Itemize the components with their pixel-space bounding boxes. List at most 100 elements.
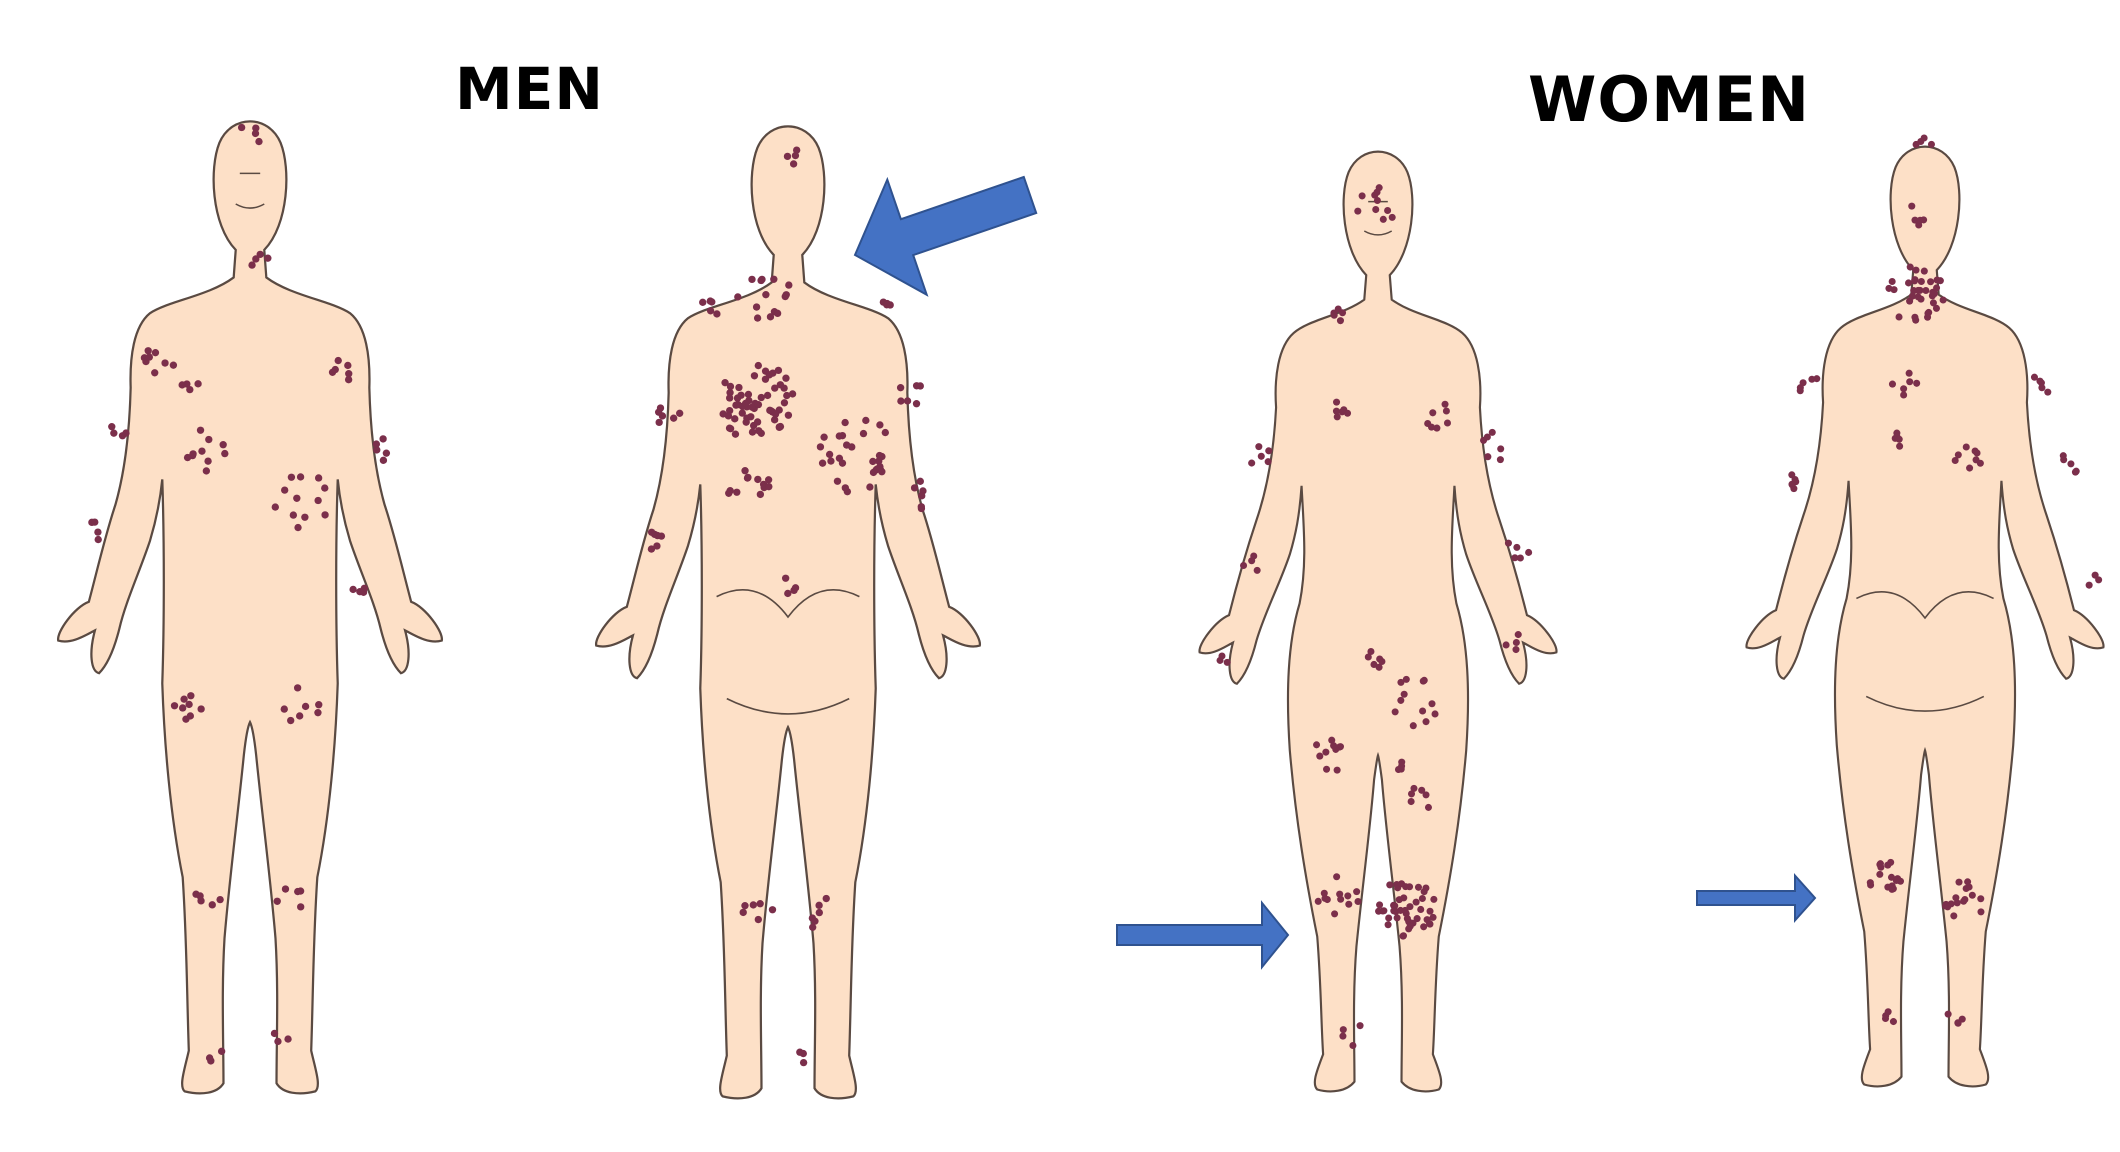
lesion-dot [1424,420,1431,427]
lesion-dot [841,419,848,426]
lesion-dot [1515,631,1522,638]
lesion-dot [800,1050,807,1057]
lesion-dot [294,684,301,691]
lesion-dot [1332,746,1339,753]
lesion-dot [784,153,791,160]
lesion-dot [1316,753,1323,760]
lesion-dot [1891,286,1898,293]
lesion-dot [1333,408,1340,415]
lesion-dot [220,441,227,448]
lesion-dot [785,412,792,419]
lesion-dot [255,138,262,145]
lesion-dot [757,491,764,498]
lesion-dot [1344,892,1351,899]
lesion-dot [197,427,204,434]
lesion-dot [751,372,758,379]
lesion-dot [1913,141,1920,148]
lesion-dot [198,447,205,454]
lesion-dot [1888,886,1895,893]
lesion-dot [1359,192,1366,199]
lesion-dot [878,468,885,475]
lesion-dot [171,702,178,709]
lesion-dot [1950,912,1957,919]
lesion-dot [1913,380,1920,387]
men-label: MEN [455,55,604,123]
lesion-dot [1433,425,1440,432]
lesion-dot [1940,296,1947,303]
lesion-dot [345,376,352,383]
lesion-dot [1428,700,1435,707]
lesion-dot [95,536,102,543]
lesion-dot [913,400,920,407]
lesion-dot [2095,576,2102,583]
lesion-dot [1945,1011,1952,1018]
lesion-dot [203,467,210,474]
lesion-dot [1915,287,1922,294]
lesion-dot [248,261,255,268]
lesion-dot [1889,278,1896,285]
lesion-dot [274,898,281,905]
lesion-dot [1921,134,1928,141]
lesion-dot [756,900,763,907]
arrow-back-upper-male [855,177,1036,295]
lesion-dot [1908,203,1915,210]
lesion-dot [209,901,216,908]
lesion-dot [196,892,203,899]
lesion-dot [264,254,271,261]
lesion-dot [1376,184,1383,191]
lesion-dot [1969,892,1976,899]
lesion-dot [754,476,761,483]
lesion-dot [379,435,386,442]
body-silhouette [596,126,980,1098]
lesion-dot [1954,899,1961,906]
lesion-dot [866,483,873,490]
lesion-dot [745,391,752,398]
lesion-dot [284,1035,291,1042]
lesion-dot [1917,296,1924,303]
lesion-dot [753,303,760,310]
lesion-dot [735,384,742,391]
lesion-dot [815,902,822,909]
lesion-dot [321,484,328,491]
lesion-dot [1414,915,1421,922]
lesion-dot [1890,1018,1897,1025]
lesion-dot [670,415,677,422]
lesion-dot [170,361,177,368]
lesion-dot [1385,921,1392,928]
lesion-dot [293,495,300,502]
lesion-dot [732,431,739,438]
lesion-dot [1905,279,1912,286]
lesion-dot [206,1054,213,1061]
lesion-dot [1808,376,1815,383]
lesion-dot [1503,641,1510,648]
lesion-dot [1512,646,1519,653]
lesion-dot [1797,387,1804,394]
lesion-dot [1933,284,1940,291]
lesion-dot [180,696,187,703]
lesion-dot [1357,1022,1364,1029]
lesion-dot [740,909,747,916]
lesion-dot [1425,804,1432,811]
lesion-dot [1867,879,1874,886]
lesion-dot [1349,1042,1356,1049]
lesion-dot [1324,896,1331,903]
lesion-dot [321,511,328,518]
lesion-dot [811,917,818,924]
lesion-dot [1255,443,1262,450]
lesion-dot [917,478,924,485]
lesion-dot [288,474,295,481]
lesion-dot [1313,741,1320,748]
lesion-dot [1403,676,1410,683]
lesion-dot [1418,787,1425,794]
lesion-dot [1218,652,1225,659]
lesion-dot [708,298,715,305]
lesion-dot [1480,437,1487,444]
lesion-dot [257,251,264,258]
lesion-dot [2086,582,2093,589]
lesion-dot [772,410,779,417]
lesion-dot [1885,1008,1892,1015]
lesion-dot [676,410,683,417]
lesion-dot [152,349,159,356]
lesion-dot [755,916,762,923]
lesion-dot [1315,898,1322,905]
